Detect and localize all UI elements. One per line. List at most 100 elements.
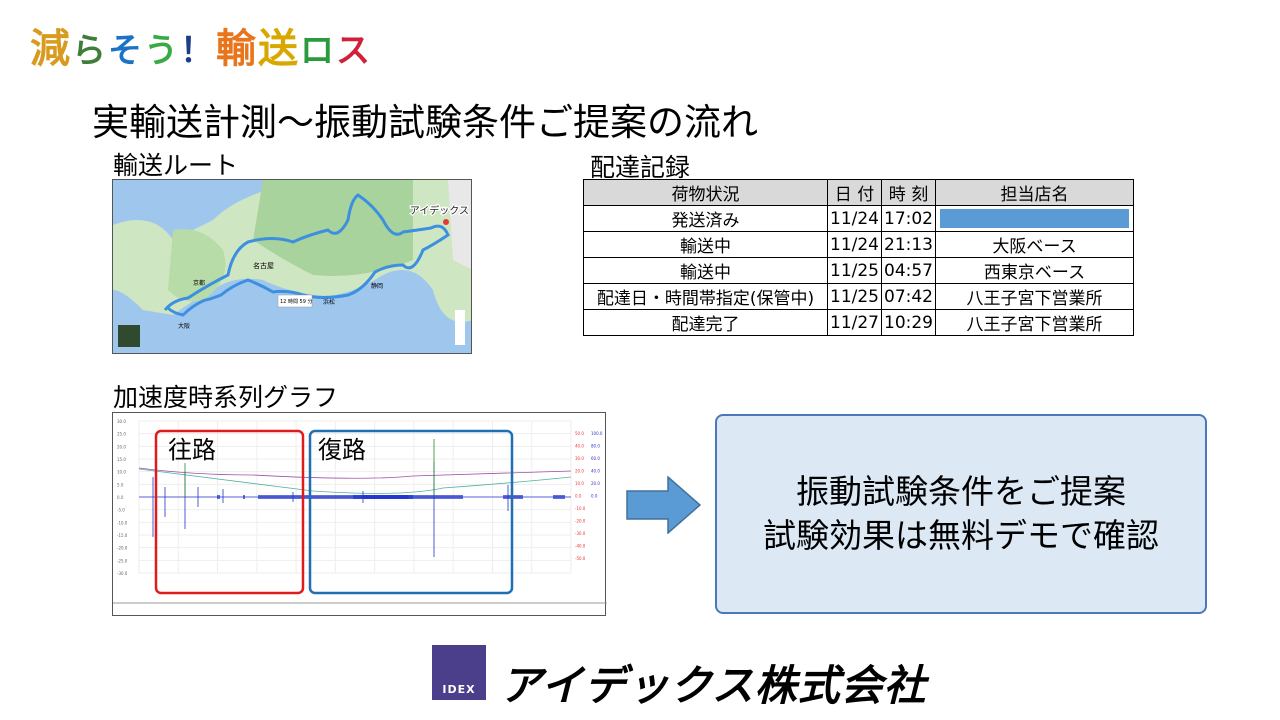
y3-tick-label: 20.0 — [591, 481, 600, 486]
brand-char: 輸 — [216, 26, 258, 72]
col-store: 担当店名 — [935, 179, 1134, 206]
outbound-box — [154, 429, 305, 595]
y3-tick-label: 40.0 — [591, 469, 600, 474]
y2-tick-label: 10.0 — [575, 481, 584, 486]
brand-char: ス — [336, 31, 372, 71]
cell-store: 西東京ベース — [935, 257, 1134, 284]
proposal-line-1: 振動試験条件をご提案 — [796, 472, 1126, 511]
return-label: 復路 — [318, 436, 366, 464]
cell-status: 配達日・時間帯指定(保管中) — [583, 283, 828, 310]
map-zoom-controls[interactable] — [455, 310, 465, 345]
y2-tick-label: -30.0 — [575, 531, 586, 536]
map-label-kyoto: 京都 — [193, 279, 205, 287]
cell-store: 八王子宮下営業所 — [935, 309, 1134, 336]
cell-date: 11/24 — [827, 231, 882, 258]
y-tick-label: 30.0 — [117, 419, 126, 424]
y2-tick-label: 20.0 — [575, 469, 584, 474]
y2-tick-label: 0.0 — [575, 494, 582, 499]
y-tick-label: 5.0 — [117, 482, 124, 487]
cell-store-redacted — [935, 205, 1134, 232]
cell-date: 11/24 — [827, 205, 882, 232]
y-tick-label: -30.0 — [117, 571, 128, 576]
route-line — [163, 193, 450, 317]
cell-date: 11/25 — [827, 257, 882, 284]
y-tick-label: 20.0 — [117, 444, 126, 449]
y2-tick-label: 30.0 — [575, 456, 584, 461]
brand-char: う — [144, 31, 180, 71]
col-time: 時 刻 — [881, 179, 936, 206]
cell-date: 11/27 — [827, 309, 882, 336]
cell-time: 17:02 — [881, 205, 936, 232]
y-tick-label: 15.0 — [117, 457, 126, 462]
company-name: アイデックス株式会社 — [500, 661, 927, 710]
cell-store: 八王子宮下営業所 — [935, 283, 1134, 310]
cell-status: 輸送中 — [583, 257, 828, 284]
proposal-line-2: 試験効果は無料デモで確認 — [763, 516, 1159, 555]
brand-logo: 減らそう！輸送ロス — [30, 16, 372, 74]
y3-tick-label: 100.0 — [591, 431, 603, 436]
y3-tick-label: 60.0 — [591, 456, 600, 461]
y-tick-label: -5.0 — [117, 508, 125, 513]
cell-time: 21:13 — [881, 231, 936, 258]
cell-status: 配達完了 — [583, 309, 828, 336]
y2-tick-label: -10.0 — [575, 506, 586, 511]
acceleration-band — [553, 495, 565, 499]
y-tick-label: 25.0 — [117, 432, 126, 437]
map-destination: アイデックス — [410, 204, 469, 217]
brand-char: 送 — [258, 26, 300, 72]
acceleration-band — [243, 495, 245, 499]
idex-logo: IDEX — [432, 645, 486, 700]
y-tick-label: -15.0 — [117, 533, 128, 538]
map-label-osaka: 大阪 — [178, 322, 190, 330]
cell-date: 11/25 — [827, 283, 882, 310]
map-label-nagoya: 名古屋 — [253, 261, 274, 270]
y-tick-label: -10.0 — [117, 520, 128, 525]
brand-char: 減 — [30, 26, 72, 72]
slide-title: 実輸送計測～振動試験条件ご提案の流れ — [92, 101, 758, 144]
graph-heading: 加速度時系列グラフ — [113, 383, 339, 412]
col-date: 日 付 — [827, 179, 882, 206]
y3-tick-label: 0.0 — [591, 494, 598, 499]
cell-time: 07:42 — [881, 283, 936, 310]
acceleration-band — [363, 495, 463, 499]
route-duration: 12 時間 59 分 — [280, 298, 313, 305]
return-box — [308, 429, 514, 595]
delivery-heading: 配達記録 — [590, 153, 691, 182]
destination-pin-icon — [443, 219, 449, 225]
y-tick-label: 0.0 — [117, 495, 124, 500]
acceleration-band — [258, 495, 408, 499]
temperature-line — [138, 468, 572, 494]
y-tick-label: -25.0 — [117, 558, 128, 563]
col-status: 荷物状況 — [583, 179, 828, 206]
y-tick-label: -20.0 — [117, 546, 128, 551]
cell-time: 04:57 — [881, 257, 936, 284]
acceleration-graph: 30.0 25.0 20.0 15.0 10.0 5.0 0.0 -5.0 -10.0 -15.0… — [112, 412, 607, 616]
route-map: 名古屋 京都 静岡 浜松 大阪 アイデックス 12 時間 59 分 — [112, 179, 472, 354]
cell-store: 大阪ベース — [935, 231, 1134, 258]
y2-tick-label: -40.0 — [575, 544, 586, 549]
y-tick-label: 10.0 — [117, 470, 126, 475]
brand-char: ら — [72, 31, 108, 71]
cell-time: 10:29 — [881, 309, 936, 336]
proposal-box: 振動試験条件をご提案 試験効果は無料デモで確認 — [715, 414, 1207, 614]
y2-tick-label: 50.0 — [575, 431, 584, 436]
table-header: 荷物状況 日 付 時 刻 担当店名 — [583, 179, 1134, 206]
brand-char: ロ — [300, 31, 336, 71]
brand-char: そ — [108, 31, 144, 71]
right-arrow-icon — [626, 476, 702, 534]
y2-tick-label: 40.0 — [575, 444, 584, 449]
humidity-line — [138, 467, 572, 479]
map-label-hamamatsu: 浜松 — [323, 298, 335, 306]
cell-status: 発送済み — [583, 205, 828, 232]
y3-tick-label: 80.0 — [591, 444, 600, 449]
map-label-shizuoka: 静岡 — [371, 282, 383, 290]
y2-tick-label: -50.0 — [575, 556, 586, 561]
acceleration-band — [217, 495, 220, 499]
y2-tick-label: -20.0 — [575, 519, 586, 524]
